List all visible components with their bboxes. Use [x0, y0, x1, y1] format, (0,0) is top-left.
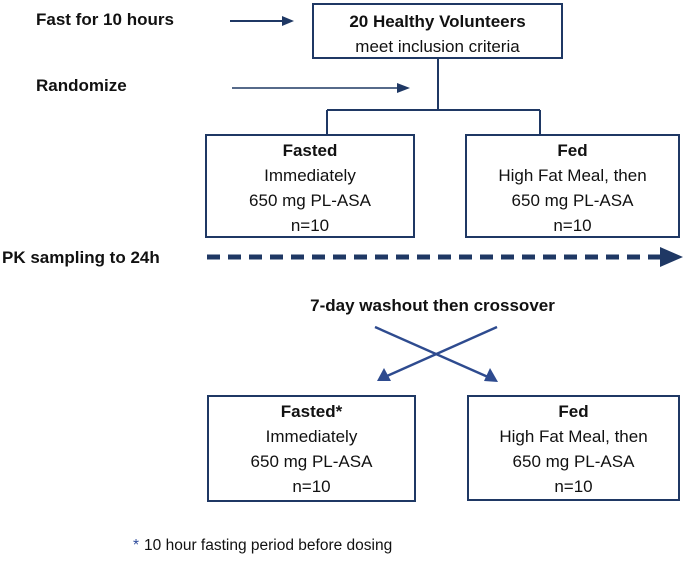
period2-fasted-line: Immediately [265, 427, 358, 446]
period2-fasted-box: Fasted* Immediately 650 mg PL-ASA n=10 [207, 395, 416, 502]
volunteers-box: 20 Healthy Volunteers meet inclusion cri… [312, 3, 563, 59]
footnote-text: 10 hour fasting period before dosing [144, 537, 393, 554]
period1-fed-title: Fed [557, 141, 588, 160]
period1-fed-line: n=10 [553, 216, 592, 235]
period1-fed-line: 650 mg PL-ASA [511, 191, 634, 210]
crossover-arrow-left-to-right [374, 325, 489, 379]
volunteers-box-title: 20 Healthy Volunteers [349, 12, 526, 31]
period1-fasted-line: n=10 [290, 216, 330, 235]
fast-label: Fast for 10 hours [36, 10, 174, 29]
pk-sampling-label: PK sampling to 24h [2, 248, 160, 267]
crossover-arrow-lr-head-icon [484, 368, 498, 382]
period2-fed-title: Fed [558, 402, 589, 421]
period2-fed-line: 650 mg PL-ASA [512, 452, 635, 471]
period2-fed-line: High Fat Meal, then [499, 427, 648, 446]
period2-fasted-title: Fasted* [280, 402, 343, 421]
randomize-label: Randomize [36, 76, 127, 95]
footnote: *10 hour fasting period before dosing [133, 537, 392, 555]
period1-fed-box: Fed High Fat Meal, then 650 mg PL-ASA n=… [465, 134, 680, 238]
period2-fed-line: n=10 [554, 477, 593, 496]
period2-fed-box: Fed High Fat Meal, then 650 mg PL-ASA n=… [467, 395, 680, 501]
period1-fasted-title: Fasted [282, 141, 338, 160]
period1-fasted-box: Fasted Immediately 650 mg PL-ASA n=10 [205, 134, 415, 238]
volunteers-box-subtitle: meet inclusion criteria [355, 37, 520, 56]
crossover-arrow-right-to-left [386, 325, 498, 378]
period2-fasted-line: n=10 [292, 477, 331, 496]
period2-fasted-line: 650 mg PL-ASA [250, 452, 373, 471]
period1-fed-line: High Fat Meal, then [498, 166, 647, 185]
crossover-arrow-rl-head-icon [377, 368, 391, 381]
footnote-asterisk: * [133, 537, 140, 554]
pk-sampling-arrow-head-icon [660, 247, 683, 267]
washout-crossover-label: 7-day washout then crossover [310, 296, 555, 315]
branch-connector [326, 59, 541, 134]
fast-arrow-head-icon [282, 16, 294, 26]
period1-fasted-line: 650 mg PL-ASA [249, 191, 371, 210]
randomize-arrow-head-icon [397, 83, 410, 93]
period1-fasted-line: Immediately [264, 166, 356, 185]
